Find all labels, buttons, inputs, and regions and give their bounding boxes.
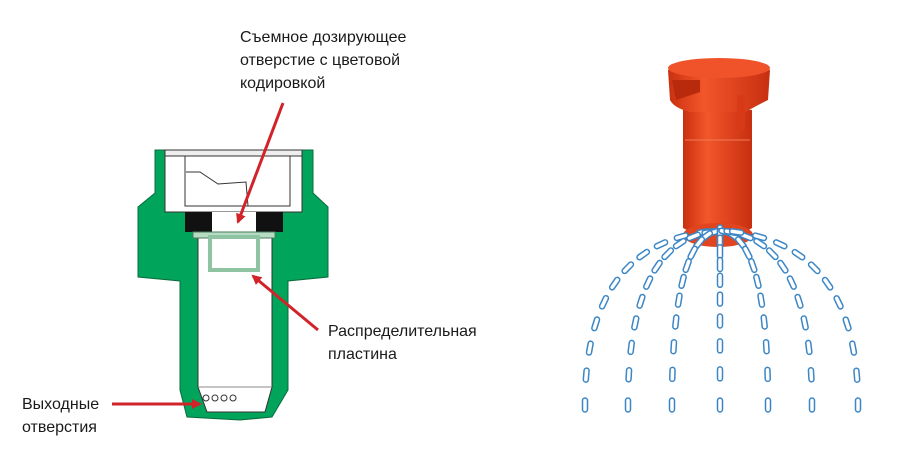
spray-droplet: [672, 314, 680, 330]
plate-label-line-1: Распределительная: [328, 323, 477, 340]
spray-droplet: [674, 292, 683, 308]
spray-droplet: [804, 339, 813, 356]
spray-droplet: [687, 245, 699, 261]
spray-droplet: [853, 367, 861, 383]
spray-droplet: [760, 314, 768, 330]
spray-droplet: [653, 239, 669, 250]
nozzle-cross-section: [137, 149, 329, 421]
orifice-label-line-2: отверстие с цветовой: [240, 52, 401, 69]
spray-droplet: [585, 340, 594, 356]
spray-droplet: [625, 367, 633, 383]
spray-droplet: [808, 397, 816, 413]
spray-droplet: [807, 261, 821, 275]
spray-droplet: [627, 339, 636, 356]
orifice-arrow: [236, 102, 285, 224]
outlets-label-line-2: отверстия: [22, 419, 97, 436]
spray-droplet: [800, 315, 809, 331]
spray-droplet: [765, 247, 779, 261]
spray-droplet: [807, 367, 815, 383]
spray-droplet: [716, 272, 724, 289]
upper-cavity: [164, 149, 303, 213]
spray-droplet: [748, 258, 758, 274]
spray-droplet: [854, 397, 862, 413]
orifice-label: Съемное дозирующее отверстие с цветовой …: [240, 26, 406, 95]
spray-droplet: [752, 232, 768, 242]
red-nozzle-photo: [668, 58, 770, 247]
spray-droplet: [716, 291, 724, 307]
spray-droplet: [661, 247, 675, 261]
plate-arrow: [251, 274, 319, 332]
spray-droplet: [791, 248, 806, 261]
spray-droplet: [581, 397, 589, 413]
spray-droplet: [624, 397, 632, 413]
spray-droplet: [764, 397, 772, 413]
spray-droplet: [636, 293, 646, 309]
spray-droplet: [842, 316, 852, 332]
spray-droplet: [582, 367, 590, 383]
outlet-holes: [202, 394, 237, 402]
spray-droplet: [643, 275, 654, 290]
orifice-label-line-1: Съемное дозирующее: [240, 29, 407, 46]
spray-droplet: [833, 295, 844, 310]
spray-droplet: [786, 275, 797, 290]
spray-droplet: [608, 276, 621, 291]
spray-droplet: [762, 338, 770, 355]
spray-pattern: [581, 224, 862, 413]
spray-droplet: [716, 338, 724, 354]
spray-droplet: [651, 259, 663, 274]
spray-droplet: [631, 315, 640, 331]
outlets-label: Выходные отверстия: [22, 393, 99, 439]
spray-droplet: [728, 228, 745, 236]
spray-droplet: [669, 366, 676, 383]
orifice-label-line-3: кодировкой: [240, 75, 326, 92]
plate-label: Распределительная пластина: [328, 320, 477, 366]
spray-droplet: [716, 397, 724, 413]
spray-droplet: [591, 316, 601, 332]
spray-droplet: [757, 292, 766, 308]
spray-droplet: [682, 258, 692, 274]
outlets-label-line-1: Выходные: [22, 396, 100, 413]
spray-droplet: [849, 340, 858, 356]
spray-droplet: [678, 273, 687, 290]
plate-label-line-2: пластина: [328, 346, 397, 363]
spray-droplet: [636, 248, 651, 261]
spray-droplet: [686, 231, 702, 242]
spray-droplet: [670, 338, 678, 355]
spray-droplet: [794, 293, 804, 309]
spray-droplet: [753, 273, 762, 290]
spray-droplet: [716, 366, 724, 382]
spray-droplet: [621, 261, 635, 275]
spray-droplet: [741, 245, 753, 261]
spray-droplet: [821, 276, 834, 291]
spray-droplet: [672, 237, 687, 250]
spray-droplet: [716, 256, 724, 273]
spray-droplet: [716, 244, 724, 260]
spray-droplet: [753, 237, 768, 250]
spray-droplet: [668, 397, 676, 413]
spray-droplet: [598, 294, 610, 310]
spray-droplet: [764, 366, 771, 383]
spray-droplet: [716, 313, 724, 329]
spray-droplet: [777, 259, 789, 274]
spray-droplet: [772, 239, 788, 250]
